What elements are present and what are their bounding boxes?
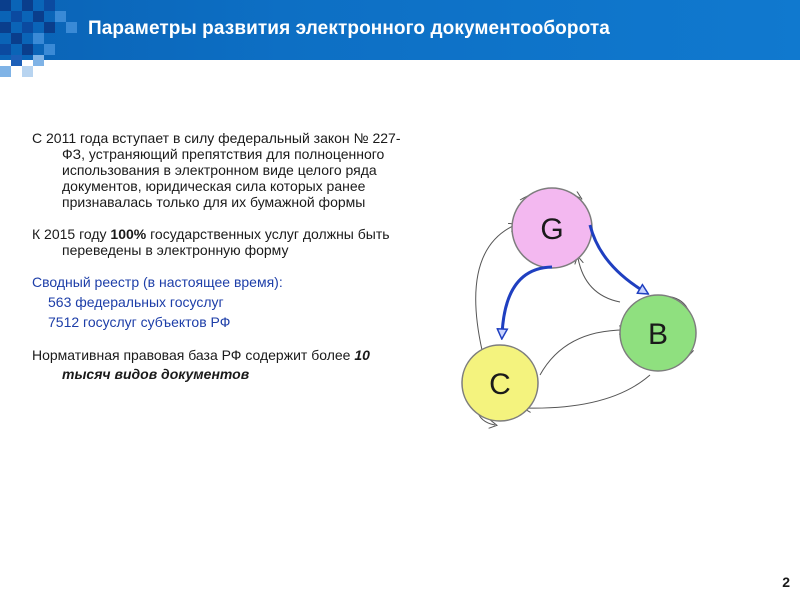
thin-arrow-c-to-b bbox=[539, 330, 625, 376]
node-b bbox=[619, 294, 697, 372]
node-b-label: B bbox=[648, 318, 668, 351]
registry-heading: Сводный реестр (в настоящее время): bbox=[32, 274, 283, 290]
page-number: 2 bbox=[782, 574, 790, 590]
slide-header: Параметры развития электронного документ… bbox=[0, 0, 800, 77]
node-g-label: G bbox=[540, 213, 563, 246]
bold-percent: 100% bbox=[110, 226, 147, 242]
node-c bbox=[461, 344, 539, 422]
bold-arrow-g-to-b bbox=[588, 224, 645, 292]
gbc-cycle-diagram: G B C bbox=[461, 187, 697, 440]
paragraph-services-2015: К 2015 году 100% государственных услуг д… bbox=[32, 226, 402, 258]
bolditalic-doc-count: 10 тысяч видов документов bbox=[62, 347, 370, 382]
node-c-label: C bbox=[489, 368, 511, 401]
paragraph-legal-base: Нормативная правовая база РФ содержит бо… bbox=[32, 346, 402, 384]
slide-title: Параметры развития электронного документ… bbox=[88, 18, 610, 39]
text-fragment: К 2015 году bbox=[32, 226, 111, 242]
text-fragment: государственных услуг должны быть переве… bbox=[62, 226, 390, 258]
paragraph-federal-law: С 2011 года вступает в силу федеральный … bbox=[32, 130, 401, 210]
thin-arrow-b-to-g bbox=[578, 258, 621, 303]
slide-body: С 2011 года вступает в силу федеральный … bbox=[32, 130, 402, 384]
thin-arrow-b-to-c bbox=[525, 374, 651, 408]
text-fragment: Нормативная правовая база РФ содержит бо… bbox=[32, 347, 355, 363]
registry-regional: 7512 госуслуг субъектов РФ bbox=[48, 314, 231, 330]
registry-federal: 563 федеральных госуслуг bbox=[48, 294, 224, 310]
thin-arrow-c-to-g bbox=[475, 225, 515, 351]
bold-arrow-g-to-c bbox=[502, 265, 553, 335]
header-mosaic-decoration bbox=[0, 0, 80, 77]
